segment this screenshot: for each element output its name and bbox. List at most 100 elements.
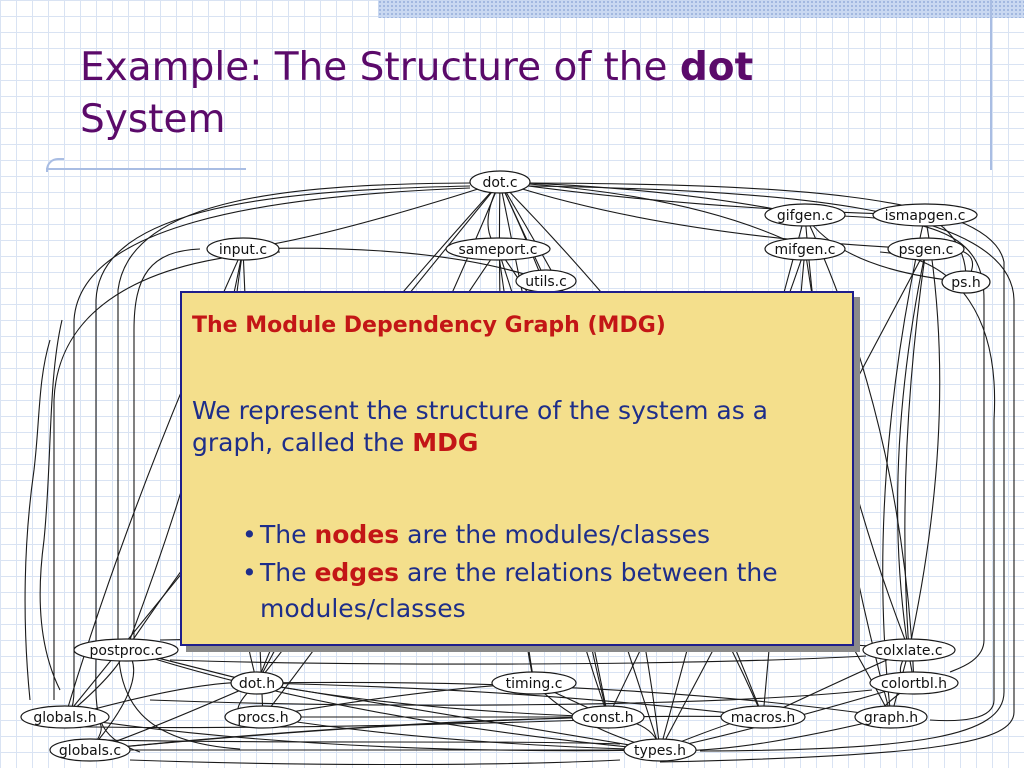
mdg-nodes: dot.c gifgen.c ismapgen.c input.c sameport.c… (20, 170, 991, 762)
dependency-edge (149, 689, 873, 706)
graph-node: const.h (571, 705, 645, 729)
title-bold-word: dot (679, 45, 754, 90)
callout-bullet-list: •The nodes are the modules/classes •The … (240, 515, 840, 627)
callout-body-highlight: MDG (412, 428, 479, 457)
graph-node-shape (469, 170, 531, 194)
dependency-edge (64, 716, 661, 752)
dependency-edge (262, 716, 661, 751)
dependency-edge (256, 681, 892, 718)
graph-node: utils.c (515, 269, 577, 293)
bullet-highlight: nodes (314, 520, 400, 549)
graph-node: dot.h (230, 671, 284, 695)
graph-node: colortbl.h (869, 671, 959, 695)
graph-node-label: procs.h (237, 710, 288, 726)
graph-node-shape (491, 671, 577, 695)
graph-node-label: macros.h (731, 710, 796, 726)
graph-node: sameport.c (445, 237, 551, 261)
graph-node-label: sameport.c (459, 242, 538, 258)
graph-node: macros.h (720, 705, 806, 729)
decorative-rule-horizontal (46, 168, 246, 170)
graph-node: globals.c (49, 738, 131, 762)
bullet-marker: • (242, 520, 257, 549)
graph-node-label: dot.c (482, 175, 517, 191)
graph-node-label: psgen.c (899, 242, 954, 258)
header-band (378, 0, 1024, 18)
bullet-highlight: edges (314, 558, 400, 587)
dependency-edge (529, 182, 1005, 752)
graph-node-label: mifgen.c (775, 242, 836, 258)
graph-node-label: dot.h (239, 676, 275, 692)
graph-node-label: globals.c (59, 743, 121, 759)
dependency-edge (39, 719, 591, 729)
graph-node-label: colxlate.c (875, 643, 942, 659)
dependency-edge (499, 181, 806, 250)
dependency-edge (804, 214, 915, 684)
graph-node-shape (445, 237, 551, 261)
graph-node: dot.c (469, 170, 531, 194)
dependency-edge (242, 247, 547, 282)
dependency-edge (129, 759, 621, 766)
graph-node-shape (887, 237, 965, 261)
dependency-edge (133, 248, 201, 640)
bullet-text: are the relations between the modules/cl… (260, 558, 778, 623)
graph-node: timing.c (491, 671, 577, 695)
graph-node-label: gifgen.c (777, 208, 833, 224)
bullet-item-nodes: •The nodes are the modules/classes (240, 515, 840, 555)
graph-node-label: graph.h (864, 710, 918, 726)
mdg-callout-box: The Module Dependency Graph (MDG) We rep… (180, 291, 854, 646)
graph-node-shape (206, 237, 280, 261)
graph-node: mifgen.c (764, 237, 846, 261)
graph-node: postproc.c (73, 638, 179, 662)
graph-node-label: ismapgen.c (885, 208, 966, 224)
graph-node-shape (720, 705, 806, 729)
graph-node-label: globals.h (33, 710, 96, 726)
title-text: Example: The Structure of the (80, 45, 680, 90)
dependency-edge (804, 214, 967, 283)
graph-node-shape (862, 638, 956, 662)
decorative-rule-vertical (990, 0, 992, 170)
dependency-edge (256, 682, 764, 718)
graph-node-label: types.h (634, 743, 686, 759)
graph-node-shape (20, 705, 110, 729)
dependency-edge (99, 739, 621, 745)
graph-node-shape (764, 203, 846, 227)
callout-heading: The Module Dependency Graph (MDG) (192, 313, 666, 338)
graph-node-shape (571, 705, 645, 729)
graph-node: input.c (206, 237, 280, 261)
graph-node-label: input.c (219, 242, 267, 258)
dependency-edge (117, 182, 471, 750)
graph-node: globals.h (20, 705, 110, 729)
graph-node-shape (872, 203, 978, 227)
graph-node: ps.h (941, 270, 991, 294)
dependency-edge (897, 248, 927, 684)
dependency-edge (499, 181, 926, 216)
bullet-marker: • (242, 558, 257, 587)
dependency-edge (879, 251, 996, 722)
graph-node-label: postproc.c (90, 643, 163, 659)
dependency-edge (904, 248, 927, 651)
graph-node: gifgen.c (764, 203, 846, 227)
graph-node: types.h (623, 738, 697, 762)
graph-node-shape (941, 270, 991, 294)
dependency-edge (24, 339, 51, 701)
graph-node-shape (230, 671, 284, 695)
graph-node-shape (623, 738, 697, 762)
graph-node-shape (49, 738, 131, 762)
graph-node: colxlate.c (862, 638, 956, 662)
decorative-rule-hook (46, 158, 64, 172)
bullet-text: The (260, 558, 315, 587)
dependency-edge (39, 319, 63, 691)
graph-node: psgen.c (887, 237, 965, 261)
graph-node-shape (224, 705, 302, 729)
graph-node-label: colortbl.h (881, 676, 947, 692)
graph-node-shape (764, 237, 846, 261)
graph-node-label: const.h (582, 710, 633, 726)
bullet-item-edges: •The edges are the relations between the… (240, 555, 840, 627)
dependency-edge (242, 181, 501, 250)
callout-body: We represent the structure of the system… (192, 395, 832, 459)
graph-node-label: ps.h (951, 275, 981, 291)
dependency-edge (89, 715, 764, 751)
bullet-text: The (260, 520, 315, 549)
dependency-edge (908, 214, 941, 651)
